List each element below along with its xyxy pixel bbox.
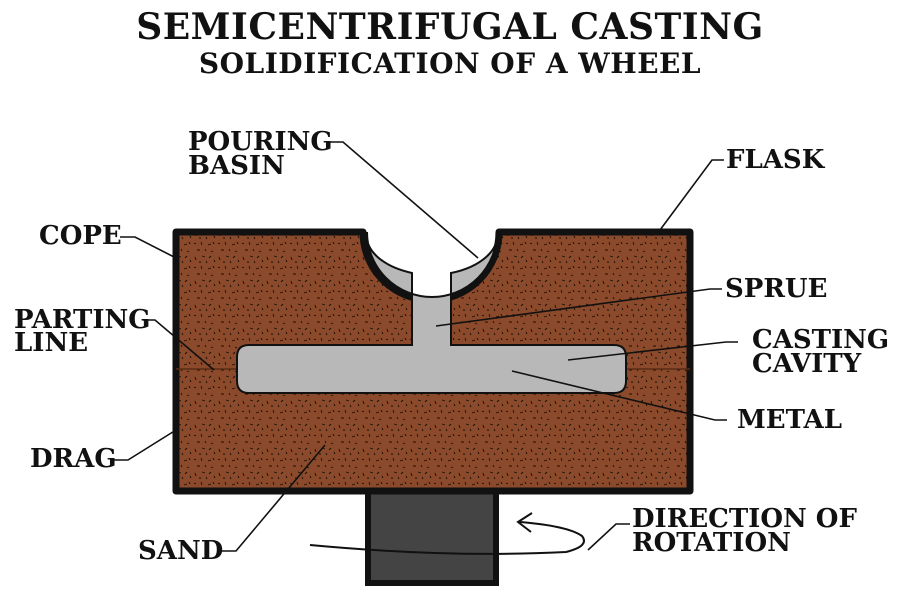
label-pouring-basin-line2: BASIN [188,151,285,181]
label-cope: COPE [39,221,122,251]
label-direction-line1: DIRECTION OF [632,504,857,534]
label-drag: DRAG [30,444,117,474]
leader-pouring-basin [326,141,479,259]
label-sprue: SPRUE [725,274,828,304]
label-metal: METAL [737,405,842,435]
leader-direction [587,523,630,551]
leader-parting-line [143,319,215,371]
leader-sand [220,444,326,552]
label-casting-cavity-line1: CASTING [752,325,890,355]
label-pouring-basin-line1: POURING [188,127,333,157]
leader-metal [511,370,727,421]
label-direction-line2: ROTATION [632,528,791,558]
label-parting-line-line1: PARTING [14,305,151,335]
label-parting-line-line2: LINE [14,328,89,358]
leader-cope [120,236,177,259]
leader-sprue [435,288,722,327]
label-casting-cavity-line2: CAVITY [752,349,862,379]
rotation-arrow [309,512,585,555]
metal-region [236,231,627,394]
diagram-title: SEMICENTRIFUGAL CASTING [136,6,764,48]
leader-casting-cavity [567,341,738,361]
rotation-shaft [365,488,499,586]
label-sand: SAND [138,536,224,566]
diagram-subtitle: SOLIDIFICATION OF A WHEEL [198,47,702,80]
label-flask: FLASK [726,145,825,175]
leader-flask [659,159,724,231]
leader-drag [113,429,177,461]
